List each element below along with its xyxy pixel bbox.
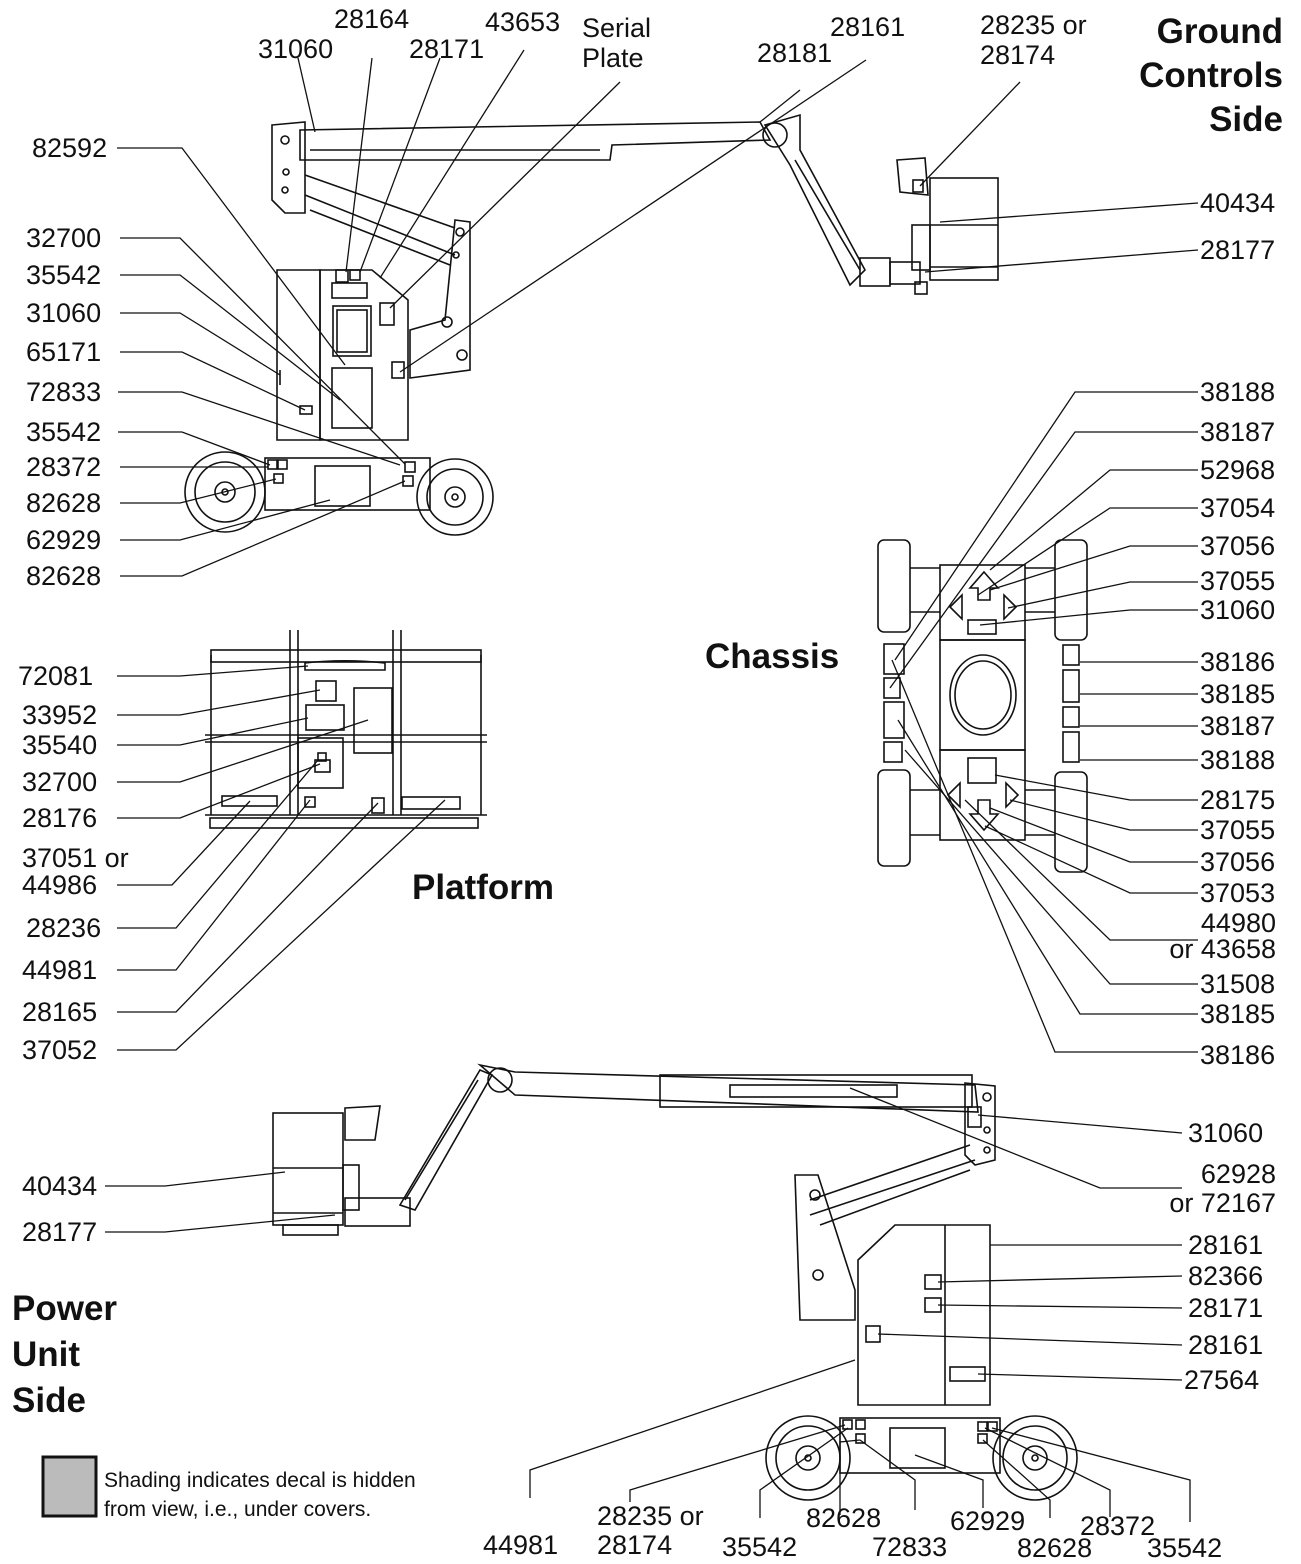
title-line: Power	[12, 1289, 118, 1328]
platform-drawing	[205, 630, 487, 829]
title-line: Unit	[12, 1335, 81, 1374]
callout-label: 28176	[22, 803, 98, 833]
callout-label: 82592	[32, 133, 108, 163]
title-line: Side	[12, 1381, 86, 1420]
callout-label: 31060	[26, 298, 102, 328]
legend-line: from view, i.e., under covers.	[104, 1498, 372, 1521]
label-line: Plate	[582, 43, 644, 73]
callout-label: 28177	[1200, 235, 1276, 265]
label-line: 28235 or	[597, 1501, 704, 1531]
callout-label: 31060	[258, 34, 334, 64]
callout-label: 38187	[1200, 711, 1276, 741]
callout-label: 43653	[485, 7, 561, 37]
label-line: 37051 or	[22, 843, 129, 873]
callout-label: 35540	[22, 730, 98, 760]
callout-label: 44980 or 43658	[1169, 908, 1276, 964]
callout-label: 65171	[26, 337, 102, 367]
callout-label: 38188	[1200, 745, 1276, 775]
callout-label: 28171	[1188, 1293, 1264, 1323]
label-line: or 43658	[1169, 934, 1276, 964]
callout-label: 37055	[1200, 566, 1276, 596]
callout-label: 28161	[1188, 1330, 1264, 1360]
callout-label: 35542	[26, 260, 102, 290]
callout-label: 28161	[830, 12, 906, 42]
callout-label: 28164	[334, 4, 410, 34]
callout-label: Serial Plate	[582, 13, 651, 73]
callout-label: 28165	[22, 997, 98, 1027]
callout-label: 37051 or 44986	[22, 845, 129, 899]
callout-label: 33952	[22, 700, 98, 730]
label-line: 44980	[1200, 908, 1276, 938]
callout-label: 32700	[22, 767, 98, 797]
platform-title: Platform	[412, 868, 554, 907]
callout-label: 28235 or 28174	[597, 1502, 704, 1560]
callout-label: 28161	[1188, 1230, 1264, 1260]
label-line: or 72167	[1169, 1188, 1276, 1218]
callout-label: 37053	[1200, 878, 1276, 908]
chassis-drawing	[877, 539, 1088, 873]
callout-label: 82628	[26, 561, 102, 591]
callout-label: 82628	[1017, 1533, 1093, 1563]
callout-label: 52968	[1200, 455, 1276, 485]
title-line: Ground	[1156, 12, 1283, 51]
callout-label: 38187	[1200, 417, 1276, 447]
label-line: 28235 or	[980, 10, 1087, 40]
callout-label: 82366	[1188, 1261, 1264, 1291]
callout-label: 44981	[483, 1530, 559, 1560]
ground-side-machine	[184, 113, 999, 536]
legend-note: Shading indicates decal is hidden from v…	[104, 1466, 416, 1524]
callout-label: 37054	[1200, 493, 1276, 523]
label-line: 28174	[597, 1530, 673, 1560]
callout-label: 31508	[1200, 969, 1276, 999]
callout-label: 35542	[26, 417, 102, 447]
callout-label: 38188	[1200, 377, 1276, 407]
callout-label: 72833	[872, 1532, 948, 1562]
callout-label: 62929	[26, 525, 102, 555]
callout-label: 37055	[1200, 815, 1276, 845]
callout-label: 28177	[22, 1217, 98, 1247]
callout-label: 28236	[26, 913, 102, 943]
callout-label: 72833	[26, 377, 102, 407]
callout-label: 31060	[1188, 1118, 1264, 1148]
callout-label: 38186	[1200, 1040, 1276, 1070]
title-line: Controls	[1139, 56, 1283, 95]
callout-label: 38185	[1200, 679, 1276, 709]
callout-label: 82628	[806, 1503, 882, 1533]
label-line: 28174	[980, 40, 1056, 70]
callout-label: 38186	[1200, 647, 1276, 677]
callout-label: 28372	[26, 452, 102, 482]
callout-label: 28235 or 28174	[980, 10, 1087, 70]
callout-label: 28372	[1080, 1511, 1156, 1541]
callout-label: 38185	[1200, 999, 1276, 1029]
callout-label: 37056	[1200, 531, 1276, 561]
power-unit-title: Power Unit Side	[12, 1286, 117, 1424]
chassis-title: Chassis	[705, 637, 840, 676]
callout-label: 28181	[757, 38, 833, 68]
callout-label: 27564	[1184, 1365, 1260, 1395]
callout-label: 28171	[409, 34, 485, 64]
callout-label: 62928 or 72167	[1169, 1160, 1276, 1218]
callout-label: 31060	[1200, 595, 1276, 625]
label-line: Serial	[582, 13, 652, 43]
callout-label: 37052	[22, 1035, 98, 1065]
legend-line: Shading indicates decal is hidden	[104, 1469, 416, 1492]
legend-swatch	[41, 1455, 98, 1518]
callout-label: 62929	[950, 1506, 1026, 1536]
leader-lines	[105, 49, 1199, 1522]
callout-label: 82628	[26, 488, 102, 518]
callout-label: 72081	[18, 661, 94, 691]
callout-label: 40434	[1200, 188, 1276, 218]
ground-controls-title: Ground Controls Side	[1139, 10, 1283, 142]
callout-label: 28175	[1200, 785, 1276, 815]
label-line: 62928	[1200, 1159, 1276, 1189]
callout-label: 35542	[1147, 1533, 1223, 1563]
callout-label: 32700	[26, 223, 102, 253]
callout-label: 37056	[1200, 847, 1276, 877]
label-line: 44986	[22, 870, 98, 900]
title-line: Side	[1209, 100, 1283, 139]
callout-label: 40434	[22, 1171, 98, 1201]
callout-label: 35542	[722, 1532, 798, 1562]
callout-label: 44981	[22, 955, 98, 985]
